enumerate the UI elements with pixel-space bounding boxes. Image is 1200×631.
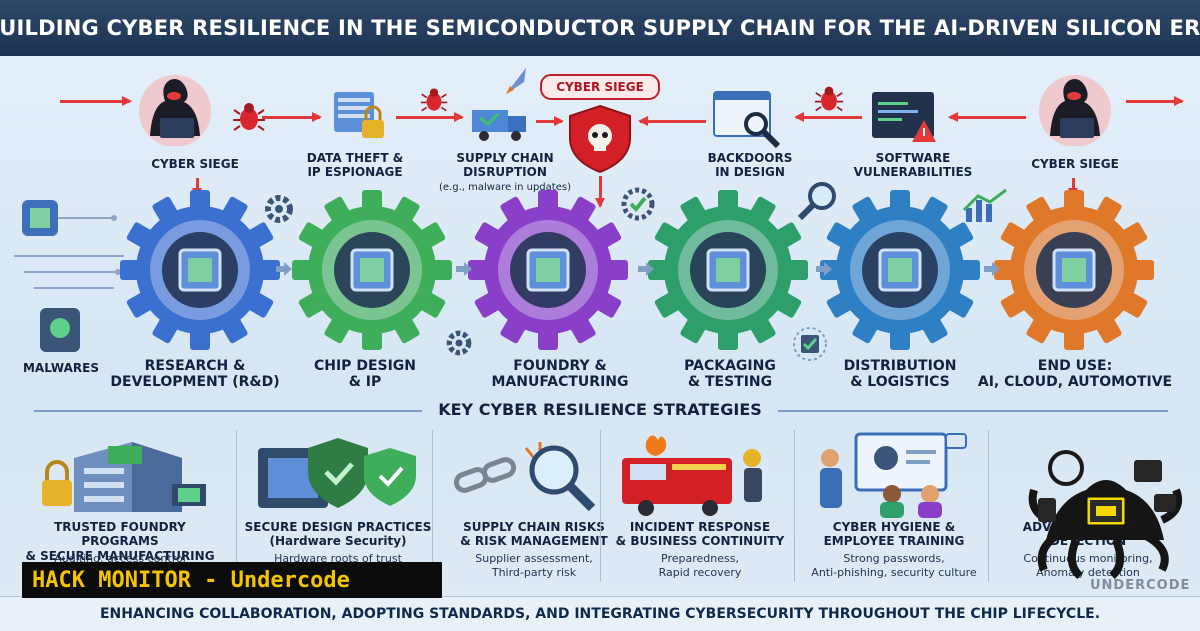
- broken-chain-icon: [453, 442, 596, 512]
- bug-icon: [420, 88, 448, 112]
- flow-arrow: [816, 262, 832, 276]
- hacker-icon: [1039, 75, 1111, 146]
- section-divider-right: [778, 410, 1168, 412]
- rocket-icon: [506, 68, 526, 94]
- stage-gear-end-use: [994, 190, 1154, 350]
- bug-icon: [814, 86, 844, 112]
- threat-arrow: [638, 116, 706, 126]
- flow-arrow: [638, 262, 654, 276]
- stage-gear-foundry: [468, 190, 628, 350]
- strategy-desc: Hardware roots of trust: [274, 552, 402, 565]
- magnifier-icon: [797, 182, 836, 221]
- strategy-title: CYBER HYGIENE & EMPLOYEE TRAINING: [823, 520, 965, 549]
- watermark-label: HACK MONITOR - Undercode: [22, 562, 442, 598]
- column-divider: [432, 430, 433, 582]
- flow-arrow: [456, 262, 472, 276]
- code-window-icon: [872, 92, 936, 142]
- check-icon: [793, 327, 827, 361]
- strategy-secure-design: SECURE DESIGN PRACTICES (Hardware Securi…: [240, 428, 436, 588]
- stage-label-foundry: FOUNDRY & MANUFACTURING: [491, 358, 629, 391]
- malware-device-icon: [40, 308, 80, 352]
- strategy-trusted-foundry: TRUSTED FOUNDRY PROGRAMS & SECURE MANUFA…: [22, 428, 218, 588]
- strategy-cyber-hygiene: CYBER HYGIENE & EMPLOYEE TRAINING Strong…: [796, 428, 992, 588]
- threat-note-supply: (e.g., malware in updates): [439, 182, 571, 193]
- threat-label-supply-disruption: SUPPLY CHAIN DISRUPTION: [456, 151, 554, 179]
- column-divider: [794, 430, 795, 582]
- threat-arrow: [396, 112, 464, 122]
- watermark-brand: UNDERCODE: [1090, 578, 1191, 593]
- threat-arrow: [1126, 96, 1184, 106]
- threat-label-cyber-siege-left: CYBER SIEGE: [151, 157, 239, 171]
- gear-icon: [265, 195, 293, 223]
- stage-gear-rnd: [120, 190, 280, 350]
- strategy-desc: Preparedness, Rapid recovery: [658, 552, 742, 579]
- strategies-title: KEY CYBER RESILIENCE STRATEGIES: [438, 400, 762, 419]
- folder-lock-icon: [334, 92, 384, 138]
- training-icon: [820, 432, 967, 518]
- threat-label-data-theft: DATA THEFT & IP ESPIONAGE: [306, 151, 404, 179]
- section-divider-left: [34, 410, 422, 412]
- threat-arrow: [948, 112, 1026, 122]
- stage-gear-distribution: [820, 190, 980, 350]
- strategy-desc: Auditing, access control: [54, 552, 186, 565]
- hacker-icon: [139, 75, 211, 146]
- stage-label-packaging: PACKAGING & TESTING: [684, 358, 776, 391]
- stage-label-rnd: RESEARCH & DEVELOPMENT (R&D): [110, 358, 280, 391]
- stage-label-end-use: END USE: AI, CLOUD, AUTOMOTIVE: [977, 358, 1173, 391]
- threat-arrow: [536, 116, 564, 126]
- strategy-title: SUPPLY CHAIN RISKS & RISK MANAGEMENT: [460, 520, 608, 549]
- stage-label-chip-design: CHIP DESIGN & IP: [313, 358, 417, 391]
- footer-bar: ENHANCING COLLABORATION, ADOPTING STANDA…: [0, 596, 1200, 631]
- page-title: BUILDING CYBER RESILIENCE IN THE SEMICON…: [0, 16, 1200, 40]
- circuit-icon: [14, 200, 124, 289]
- column-divider: [988, 430, 989, 582]
- stage-label-distribution: DISTRIBUTION & LOGISTICS: [843, 358, 957, 391]
- column-divider: [236, 430, 237, 582]
- threat-label-cyber-siege-right: CYBER SIEGE: [1031, 157, 1119, 171]
- threat-arrow: [60, 96, 132, 106]
- threat-label-malwares: MALWARES: [22, 361, 99, 375]
- bug-icon: [233, 103, 265, 131]
- strategy-desc: Strong passwords, Anti-phishing, securit…: [811, 552, 977, 579]
- strategy-desc: Supplier assessment, Third-party risk: [475, 552, 593, 579]
- code-window-icon: [713, 91, 781, 149]
- threat-label-software-vuln: SOFTWARE VULNERABILITIES: [853, 151, 973, 179]
- strategy-title: INCIDENT RESPONSE & BUSINESS CONTINUITY: [615, 520, 785, 549]
- column-divider: [600, 430, 601, 582]
- title-banner: BUILDING CYBER RESILIENCE IN THE SEMICON…: [0, 0, 1200, 56]
- gear-icon: [446, 330, 472, 356]
- stage-gear-packaging: [648, 190, 808, 350]
- strategy-supply-risk: SUPPLY CHAIN RISKS & RISK MANAGEMENT Sup…: [436, 428, 632, 588]
- flow-arrow: [984, 262, 1000, 276]
- threat-arrow: [262, 112, 322, 122]
- chart-icon: [962, 188, 1007, 222]
- skull-shield-icon: [569, 104, 631, 174]
- threat-arrow: [794, 112, 862, 122]
- shield-chip-icon: [258, 438, 416, 508]
- flow-arrow: [276, 262, 292, 276]
- strategy-title: SECURE DESIGN PRACTICES (Hardware Securi…: [244, 520, 432, 549]
- check-icon: [621, 187, 655, 221]
- building-icon: [42, 442, 206, 512]
- cyber-siege-badge: CYBER SIEGE: [540, 74, 660, 100]
- strategy-title: TRUSTED FOUNDRY PROGRAMS & SECURE MANUFA…: [25, 520, 215, 563]
- threat-label-backdoors: BACKDOORS IN DESIGN: [707, 151, 793, 179]
- fire-truck-icon: [622, 435, 762, 516]
- threat-arrow: [595, 176, 605, 208]
- truck-icon: [472, 110, 526, 141]
- footer-text: ENHANCING COLLABORATION, ADOPTING STANDA…: [99, 606, 1101, 622]
- strategy-incident-response: INCIDENT RESPONSE & BUSINESS CONTINUITY …: [602, 428, 798, 588]
- octopus-mascot-icon: [1028, 450, 1183, 580]
- stage-gear-chip-design: [292, 190, 452, 350]
